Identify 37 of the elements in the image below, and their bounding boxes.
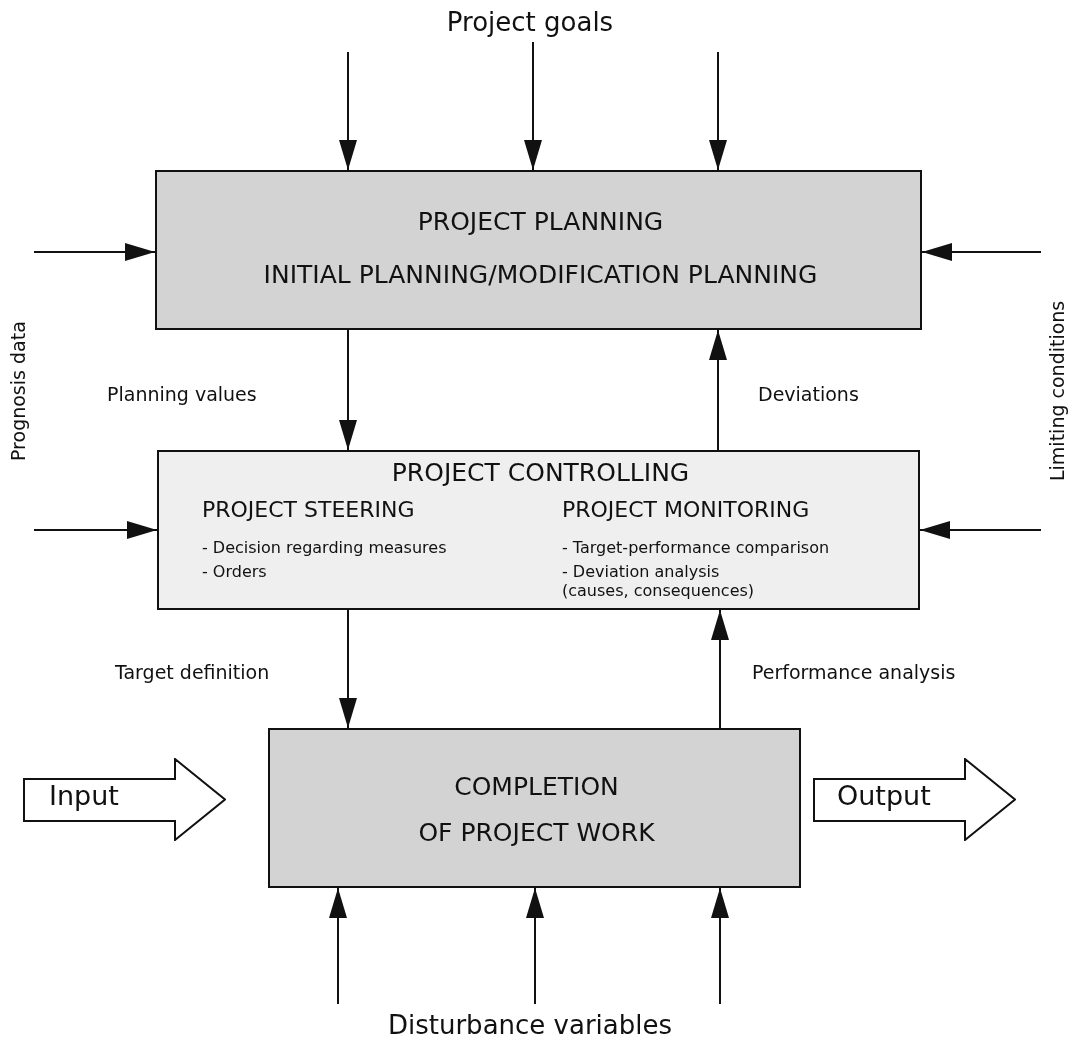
box-title: PROJECT CONTROLLING — [390, 458, 691, 488]
input-label: Prognosis data — [2, 240, 34, 542]
bullet-item: - Decision regarding measures — [202, 538, 447, 558]
arrow — [329, 887, 347, 1005]
arrow — [526, 887, 544, 1005]
process-box — [155, 170, 922, 330]
edge-label: Planning values — [107, 383, 257, 406]
arrow — [921, 243, 1042, 261]
arrow — [711, 887, 729, 1005]
process-box — [157, 450, 920, 610]
edge-label: Target definition — [115, 661, 270, 684]
section-heading: PROJECT STEERING — [202, 497, 415, 524]
bullet-item: - Target-performance comparison — [562, 538, 830, 558]
edge-label: Performance analysis — [752, 661, 956, 684]
box-title: PROJECT PLANNING — [416, 207, 665, 237]
box-subtitle: INITIAL PLANNING/MODIFICATION PLANNING — [262, 260, 819, 290]
arrow — [339, 329, 357, 451]
process-box — [268, 728, 801, 888]
input-label: Project goals — [330, 2, 730, 42]
arrow — [709, 51, 727, 171]
arrow — [339, 51, 357, 171]
box-title: OF PROJECT WORK — [417, 818, 656, 848]
bullet-item: - Deviation analysis (causes, consequences) — [562, 562, 756, 601]
arrow-text: Output — [837, 780, 931, 813]
section-heading: PROJECT MONITORING — [562, 497, 810, 524]
arrow — [919, 521, 1042, 539]
arrow — [709, 329, 727, 451]
arrow-text: Input — [49, 780, 119, 813]
arrow — [711, 609, 729, 729]
arrow — [339, 609, 357, 729]
box-title: COMPLETION — [453, 772, 620, 802]
arrow — [33, 521, 158, 539]
arrow — [33, 243, 156, 261]
input-label: Disturbance variables — [320, 1004, 740, 1046]
arrow — [524, 41, 542, 171]
input-label: Limiting conditions — [1041, 240, 1073, 542]
bullet-item: - Orders — [202, 562, 267, 582]
